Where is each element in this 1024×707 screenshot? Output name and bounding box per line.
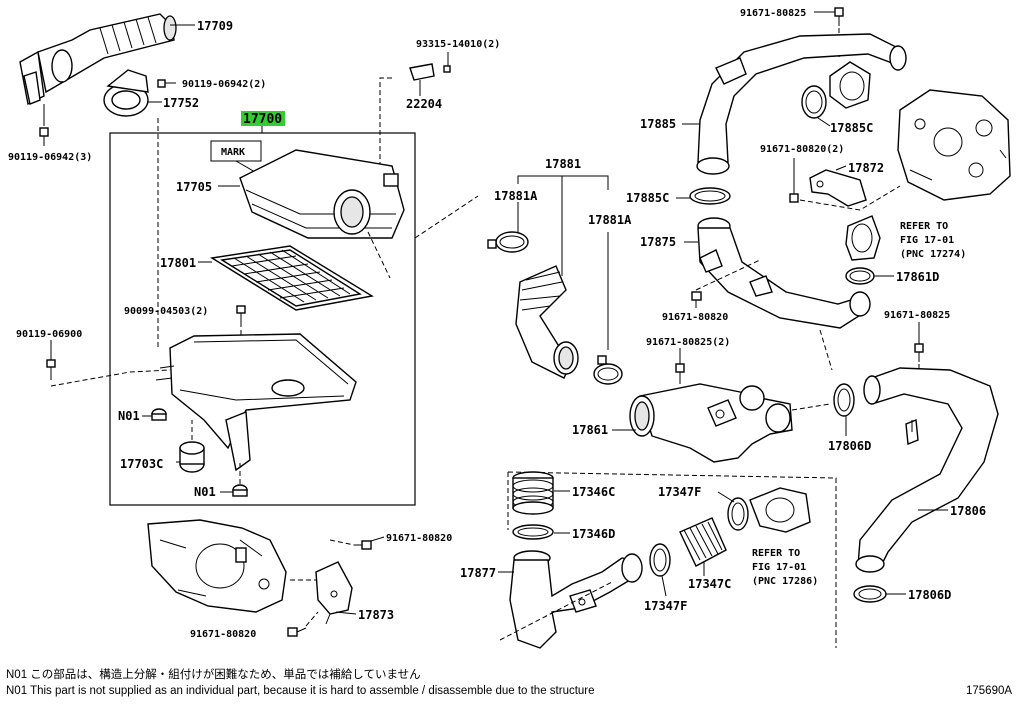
hose-17347c[interactable] — [679, 517, 727, 567]
pipe-17286-ref — [749, 487, 811, 533]
bracket-17873[interactable] — [315, 561, 353, 625]
label-17873: 17873 — [358, 608, 394, 622]
label-17861: 17861 — [572, 423, 608, 437]
intake-pipe-17861[interactable] — [629, 383, 793, 463]
bolt-90119-06942-2[interactable] — [157, 79, 176, 88]
intake-duct-17709[interactable] — [19, 13, 177, 106]
adapter-17752[interactable] — [103, 69, 149, 117]
label-17877: 17877 — [460, 566, 496, 580]
label-17705: 17705 — [176, 180, 212, 194]
bolt-91671-80825-top[interactable] — [834, 7, 844, 26]
note-jp: N01 この部品は、構造上分解・組付けが困難なため、単品では補給していません — [6, 667, 421, 681]
label-17347f-lower: 17347F — [644, 599, 687, 613]
label-91671-80825-2: 91671-80825(2) — [646, 337, 730, 348]
clamp-17806d-upper[interactable] — [833, 383, 855, 417]
label-17861d: 17861D — [896, 270, 939, 284]
clamp-17346d[interactable] — [512, 524, 554, 540]
label-91671-80825-top: 91671-80825 — [740, 8, 806, 19]
clamp-17347f-lower[interactable] — [649, 543, 671, 577]
clamp-17881a-right[interactable] — [593, 355, 623, 385]
label-n01-b: N01 — [194, 485, 216, 499]
label-90099-04503: 90099-04503(2) — [124, 306, 208, 317]
grommet-n01-b[interactable] — [232, 484, 248, 497]
label-17885c-upper: 17885C — [830, 121, 873, 135]
refer-2-line1: REFER TO — [752, 548, 800, 559]
label-17346d: 17346D — [572, 527, 615, 541]
clamp-17885c-upper[interactable] — [801, 85, 827, 119]
clamp-17806d-lower[interactable] — [853, 585, 887, 603]
cap-17703c[interactable] — [179, 441, 205, 473]
intake-hose-17881[interactable] — [515, 265, 579, 379]
figure-id: 175690A — [966, 685, 1012, 697]
label-91671-80825-right: 91671-80825 — [884, 310, 950, 321]
clamp-17885c-lower[interactable] — [689, 187, 731, 205]
refer-2-line2: FIG 17-01 — [752, 562, 806, 573]
label-17700: 17700 — [243, 112, 282, 127]
intake-pipe-17877[interactable] — [509, 550, 643, 649]
bolt-91671-80825-2[interactable] — [675, 363, 685, 384]
refer-1-line3: (PNC 17274) — [900, 249, 966, 260]
label-91671-80820-d: 91671-80820 — [190, 629, 256, 640]
refer-1-line2: FIG 17-01 — [900, 235, 954, 246]
air-cleaner-cap-17705[interactable] — [239, 149, 405, 239]
bolt-90119-06900[interactable] — [46, 359, 56, 380]
bolt-90099-04503[interactable] — [236, 305, 246, 322]
grommet-n01-a[interactable] — [151, 408, 167, 421]
throttle-body-assembly — [147, 519, 287, 613]
bolt-91671-80825-right[interactable] — [914, 343, 924, 362]
clamp-17881a-left[interactable] — [487, 231, 529, 253]
engine-block-outline — [897, 89, 1011, 201]
bolt-91671-80820-mid[interactable] — [691, 291, 702, 308]
label-17881a-left: 17881A — [494, 189, 538, 203]
hose-17346c[interactable] — [512, 471, 554, 515]
label-17875: 17875 — [640, 235, 676, 249]
label-17885c-lower: 17885C — [626, 191, 669, 205]
label-17872: 17872 — [848, 161, 884, 175]
label-17806: 17806 — [950, 504, 986, 518]
label-90119-06900: 90119-06900 — [16, 329, 82, 340]
label-17752: 17752 — [163, 96, 199, 110]
label-17806d-lower: 17806D — [908, 588, 951, 602]
air-flow-meter-22204[interactable] — [409, 63, 451, 81]
label-22204: 22204 — [406, 97, 442, 111]
label-n01-a: N01 — [118, 409, 140, 423]
label-17801: 17801 — [160, 256, 196, 270]
air-cleaner-case[interactable] — [155, 333, 357, 472]
label-17703c: 17703C — [120, 457, 163, 471]
bolt-90119-06942-3[interactable] — [39, 127, 49, 146]
label-93315-14010: 93315-14010(2) — [416, 39, 500, 50]
hose-17274-ref — [845, 215, 881, 261]
label-17346c: 17346C — [572, 485, 615, 499]
intake-pipe-17885[interactable] — [696, 33, 907, 175]
intake-pipe-17875[interactable] — [697, 217, 871, 329]
label-91671-80820-c: 91671-80820 — [386, 533, 452, 544]
air-filter-element-17801[interactable] — [210, 245, 374, 311]
bolt-91671-80820-d[interactable] — [287, 627, 307, 637]
refer-1-line1: REFER TO — [900, 221, 948, 232]
bolt-91671-80820-c[interactable] — [354, 540, 372, 550]
label-17881a-right: 17881A — [588, 213, 632, 227]
label-mark: MARK — [221, 147, 245, 158]
bracket-17872[interactable] — [809, 169, 867, 207]
label-91671-80820-mid: 91671-80820 — [662, 312, 728, 323]
highlight-17700 — [241, 111, 285, 126]
label-17885: 17885 — [640, 117, 676, 131]
label-17806d-upper: 17806D — [828, 439, 871, 453]
label-90119-06942-3: 90119-06942(3) — [8, 152, 92, 163]
intake-hose-17806[interactable] — [855, 367, 999, 573]
note-en: N01 This part is not supplied as an indi… — [6, 685, 595, 697]
label-90119-06942-2: 90119-06942(2) — [182, 79, 266, 90]
label-17347c: 17347C — [688, 577, 731, 591]
clamp-17861d[interactable] — [845, 267, 875, 285]
label-91671-80820-2: 91671-80820(2) — [760, 144, 844, 155]
label-17881: 17881 — [545, 157, 581, 171]
bolt-91671-80820-2[interactable] — [789, 178, 799, 203]
label-17347f-upper: 17347F — [658, 485, 701, 499]
clamp-17347f-upper[interactable] — [727, 497, 749, 531]
refer-2-line3: (PNC 17286) — [752, 576, 818, 587]
label-17709: 17709 — [197, 19, 233, 33]
